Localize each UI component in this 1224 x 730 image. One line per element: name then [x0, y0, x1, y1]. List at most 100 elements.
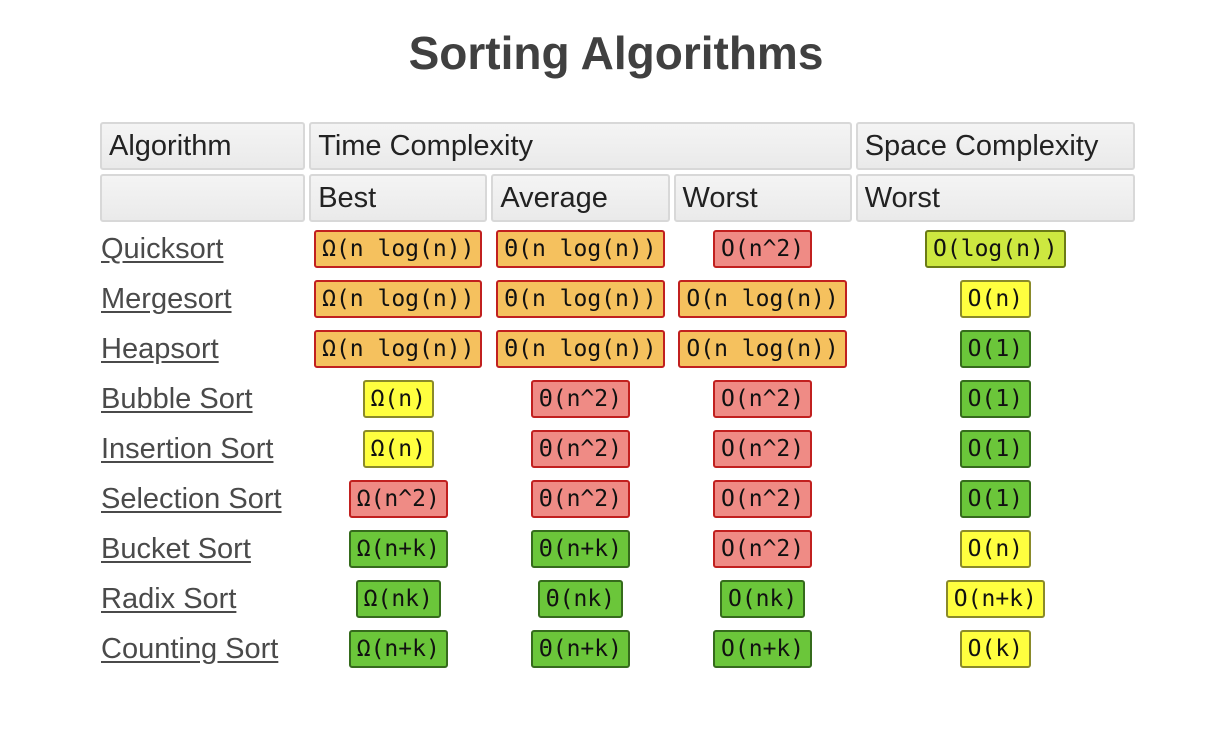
- best-complexity-badge: Ω(n^2): [348, 480, 448, 518]
- algorithm-link[interactable]: Heapsort: [101, 332, 219, 365]
- best-cell: Ω(n+k): [309, 526, 487, 572]
- worst-cell: O(n^2): [674, 226, 852, 272]
- space-complexity-badge: O(n): [959, 280, 1032, 318]
- header-row-main: Algorithm Time Complexity Space Complexi…: [100, 122, 1135, 170]
- average-complexity-badge: Θ(n^2): [530, 430, 630, 468]
- space-cell: O(n): [856, 276, 1135, 322]
- algorithm-cell: Bubble Sort: [100, 376, 305, 422]
- worst-cell: O(n+k): [674, 626, 852, 672]
- algorithm-link[interactable]: Mergesort: [101, 282, 232, 315]
- space-complexity-badge: O(n+k): [945, 580, 1045, 618]
- best-complexity-badge: Ω(n+k): [348, 530, 448, 568]
- space-cell: O(n+k): [856, 576, 1135, 622]
- best-cell: Ω(n log(n)): [309, 226, 487, 272]
- average-complexity-badge: Θ(n log(n)): [496, 230, 665, 268]
- best-cell: Ω(n log(n)): [309, 326, 487, 372]
- average-cell: Θ(n^2): [491, 426, 669, 472]
- best-complexity-badge: Ω(n log(n)): [314, 330, 483, 368]
- space-complexity-badge: O(1): [959, 380, 1032, 418]
- average-complexity-badge: Θ(n+k): [530, 530, 630, 568]
- average-cell: Θ(n log(n)): [491, 276, 669, 322]
- complexity-table: Algorithm Time Complexity Space Complexi…: [96, 118, 1139, 676]
- best-complexity-badge: Ω(n+k): [348, 630, 448, 668]
- table-row: Radix Sort Ω(nk)Θ(nk) O(nk) O(n+k): [100, 576, 1135, 622]
- best-complexity-badge: Ω(n): [362, 430, 434, 468]
- space-cell: O(1): [856, 476, 1135, 522]
- header-best: Best: [309, 174, 488, 222]
- worst-complexity-badge: O(n^2): [713, 230, 813, 268]
- space-cell: O(k): [856, 626, 1135, 672]
- worst-cell: O(n^2): [674, 476, 852, 522]
- table-row: Mergesort Ω(n log(n))Θ(n log(n))O(n log(n…: [100, 276, 1135, 322]
- header-empty: [100, 174, 306, 222]
- algorithm-cell: Radix Sort: [100, 576, 305, 622]
- algorithm-cell: Quicksort: [100, 226, 305, 272]
- header-space-worst: Worst: [855, 174, 1135, 222]
- algorithm-link[interactable]: Quicksort: [101, 232, 224, 265]
- average-cell: Θ(n log(n)): [491, 326, 669, 372]
- best-cell: Ω(n+k): [309, 626, 487, 672]
- table-row: Bubble Sort Ω(n) Θ(n^2) O(n^2) O(1): [100, 376, 1135, 422]
- algorithm-cell: Selection Sort: [100, 476, 305, 522]
- average-complexity-badge: Θ(n+k): [530, 630, 630, 668]
- worst-complexity-badge: O(nk): [719, 580, 806, 618]
- space-complexity-badge: O(1): [959, 330, 1032, 368]
- best-cell: Ω(n): [309, 426, 487, 472]
- space-complexity-badge: O(1): [959, 430, 1032, 468]
- best-complexity-badge: Ω(n): [362, 380, 434, 418]
- worst-complexity-badge: O(n^2): [713, 380, 813, 418]
- algorithm-cell: Bucket Sort: [100, 526, 305, 572]
- worst-cell: O(n log(n)): [674, 326, 852, 372]
- algorithm-link[interactable]: Counting Sort: [101, 632, 279, 665]
- algorithm-link[interactable]: Insertion Sort: [101, 432, 274, 465]
- table-row: Quicksort Ω(n log(n)) Θ(n log(n)) O(n^2) O(l…: [100, 226, 1135, 272]
- average-cell: Θ(n^2): [491, 376, 669, 422]
- space-complexity-badge: O(log(n)): [925, 230, 1066, 268]
- space-complexity-badge: O(k): [959, 630, 1032, 668]
- algorithm-link[interactable]: Radix Sort: [101, 582, 237, 615]
- algorithm-cell: Mergesort: [100, 276, 305, 322]
- worst-complexity-badge: O(n log(n)): [678, 330, 847, 368]
- space-complexity-badge: O(n): [959, 530, 1032, 568]
- worst-complexity-badge: O(n^2): [713, 480, 813, 518]
- average-cell: Θ(nk): [491, 576, 669, 622]
- worst-complexity-badge: O(n+k): [713, 630, 813, 668]
- best-cell: Ω(n log(n)): [309, 276, 487, 322]
- algorithm-cell: Counting Sort: [100, 626, 305, 672]
- algorithm-link[interactable]: Bucket Sort: [101, 532, 251, 565]
- average-cell: Θ(n log(n)): [491, 226, 669, 272]
- header-space-complexity: Space Complexity: [855, 122, 1135, 170]
- average-complexity-badge: Θ(n^2): [530, 480, 630, 518]
- table-row: Counting Sort Ω(n+k) Θ(n+k) O(n+k) O(k): [100, 626, 1135, 672]
- average-cell: Θ(n+k): [491, 526, 669, 572]
- average-complexity-badge: Θ(n log(n)): [496, 330, 665, 368]
- best-cell: Ω(n): [309, 376, 487, 422]
- algorithm-link[interactable]: Selection Sort: [101, 482, 282, 515]
- space-cell: O(1): [856, 426, 1135, 472]
- best-cell: Ω(nk): [309, 576, 487, 622]
- space-cell: O(1): [856, 376, 1135, 422]
- average-complexity-badge: Θ(n^2): [530, 380, 630, 418]
- worst-cell: O(n^2): [674, 376, 852, 422]
- average-cell: Θ(n^2): [491, 476, 669, 522]
- best-complexity-badge: Ω(n log(n)): [314, 230, 483, 268]
- table-row: Selection Sort Ω(n^2) Θ(n^2) O(n^2) O(1): [100, 476, 1135, 522]
- header-time-complexity: Time Complexity: [309, 122, 852, 170]
- algorithm-link[interactable]: Bubble Sort: [101, 382, 253, 415]
- best-complexity-badge: Ω(n log(n)): [314, 280, 483, 318]
- header-algorithm: Algorithm: [100, 122, 306, 170]
- worst-cell: O(n^2): [674, 426, 852, 472]
- worst-cell: O(n^2): [674, 526, 852, 572]
- worst-complexity-badge: O(n^2): [713, 430, 813, 468]
- table-row: Heapsort Ω(n log(n)) Θ(n log(n)) O(n log(n)…: [100, 326, 1135, 372]
- table-row: Bucket Sort Ω(n+k) Θ(n+k) O(n^2) O(n): [100, 526, 1135, 572]
- worst-cell: O(nk): [674, 576, 852, 622]
- page-title: Sorting Algorithms: [408, 27, 824, 79]
- header-worst: Worst: [673, 174, 852, 222]
- worst-complexity-badge: O(n log(n)): [678, 280, 847, 318]
- space-cell: O(1): [856, 326, 1135, 372]
- table-row: Insertion Sort Ω(n) Θ(n^2) O(n^2) O(1): [100, 426, 1135, 472]
- header-average: Average: [491, 174, 670, 222]
- space-cell: O(log(n)): [856, 226, 1135, 272]
